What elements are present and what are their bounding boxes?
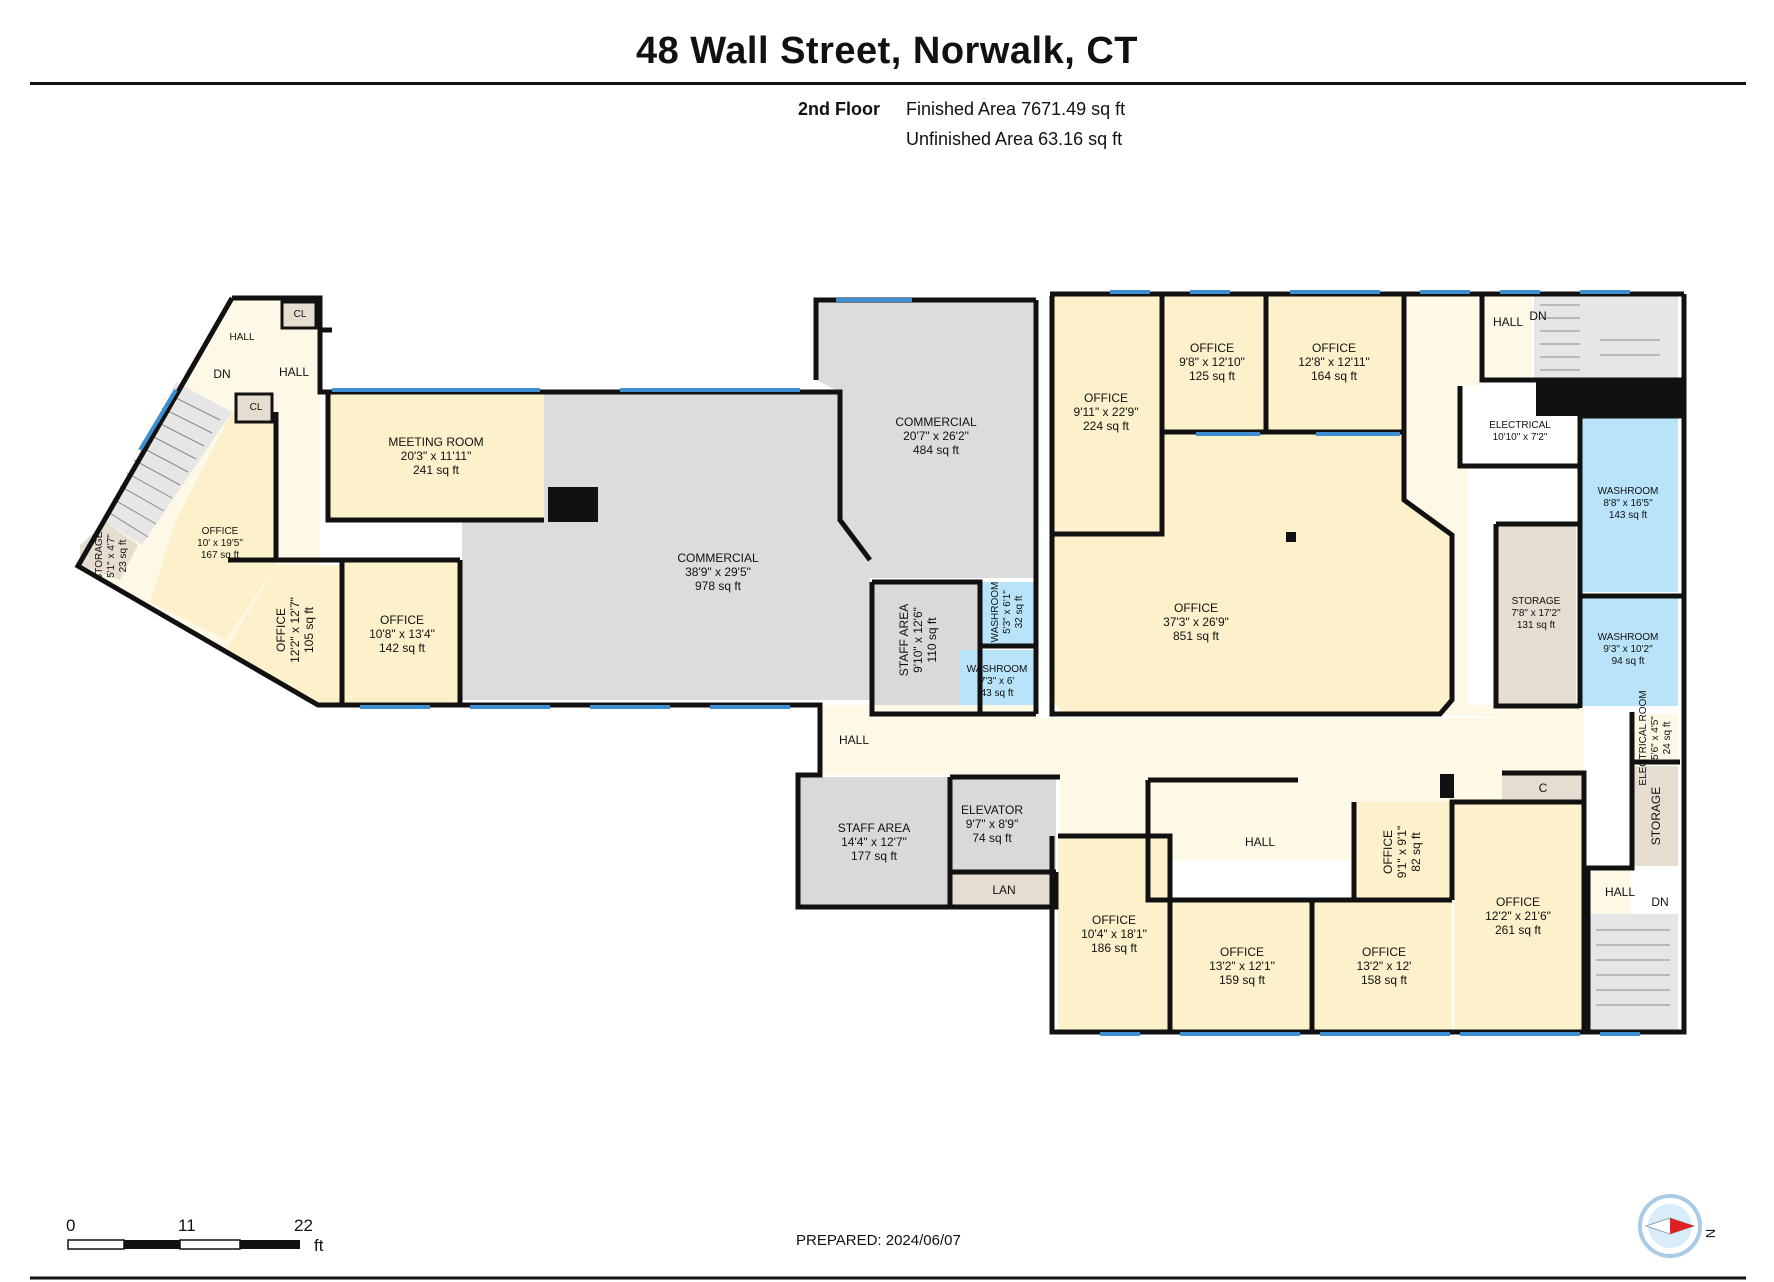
office-left-fill (150, 412, 276, 640)
storage-right-fill (1632, 766, 1678, 866)
room-hall-bottom: HALL (1244, 835, 1276, 849)
meeting-fill (328, 392, 544, 520)
cl-2-box (234, 392, 274, 424)
prepared-date: PREPARED: 2024/06/07 (796, 1232, 961, 1249)
lan-fill (952, 874, 1056, 907)
room-hall-mid: HALL (838, 733, 870, 747)
room-hall-br: HALL (1604, 885, 1636, 899)
compass-label: N (1703, 1228, 1719, 1239)
commercial-978-fill (462, 392, 870, 700)
floor-label: 2nd Floor (798, 99, 880, 119)
pillar-2 (1440, 774, 1454, 798)
storage-131-fill (1496, 524, 1576, 706)
pillar-1 (1286, 532, 1296, 542)
scale-bar (67, 1239, 300, 1250)
electrical-room-fill (1632, 714, 1678, 762)
windows (138, 290, 1640, 1036)
washroom-32-fill (982, 582, 1036, 646)
plan-title: 48 Wall Street, Norwalk, CT (635, 30, 1138, 72)
hall-top-right-fill (1482, 296, 1532, 380)
office-851-fill (1052, 434, 1450, 715)
scale-tick-0: 0 (66, 1216, 76, 1235)
stair-dn-top-right: DN (1529, 309, 1547, 323)
stair-dn-left: DN (213, 367, 231, 381)
c-closet-fill (1502, 773, 1584, 801)
washroom-143-fill (1580, 416, 1678, 592)
stair-top-right (1534, 296, 1678, 382)
stair-dn-br: DN (1651, 895, 1669, 909)
black-block (548, 487, 598, 522)
stair-treads (107, 304, 1670, 1006)
office-164-fill (1266, 296, 1402, 432)
compass-icon (1638, 1194, 1702, 1258)
finished-area: Finished Area 7671.49 sq ft (906, 99, 1126, 119)
office-158-fill (1314, 900, 1452, 1032)
scale-tick-22: 22 (294, 1216, 313, 1235)
elec-block (1536, 380, 1684, 416)
office-125-fill (1162, 296, 1264, 432)
office-261-fill (1454, 802, 1584, 1032)
scale-tick-11: 11 (178, 1216, 196, 1235)
office-224-fill (1052, 296, 1160, 532)
room-cl-1: CL (293, 309, 307, 320)
office-142-fill (344, 562, 460, 705)
office-105-fill (226, 565, 342, 705)
cl-1-box (280, 300, 318, 330)
room-lan: LAN (992, 883, 1016, 897)
east-hall-fill (1402, 296, 1584, 860)
room-cl-2: CL (249, 402, 263, 413)
room-storage-right: STORAGE (1649, 786, 1663, 846)
office-159-fill (1172, 900, 1312, 1032)
room-hall-left: HALL (278, 365, 310, 379)
hall-br-fill (1588, 868, 1630, 914)
washroom-94-fill (1580, 598, 1678, 706)
unfinished-area: Unfinished Area 63.16 sq ft (906, 129, 1123, 149)
washroom-43-fill (960, 650, 1036, 714)
room-hall-top-right: HALL (1492, 315, 1524, 329)
room-hall-top-small: HALL (229, 332, 255, 343)
staff-177-fill (798, 777, 950, 907)
stair-left (106, 382, 232, 545)
header-rule (30, 82, 1746, 85)
elevator-fill (952, 777, 1056, 872)
office-82-fill (1354, 802, 1452, 898)
stair-br (1588, 914, 1678, 1030)
scale-unit: ft (314, 1236, 324, 1255)
commercial-484-fill (816, 300, 1036, 578)
office-186-fill (1058, 836, 1170, 1032)
room-c-closet: C (1538, 781, 1548, 795)
